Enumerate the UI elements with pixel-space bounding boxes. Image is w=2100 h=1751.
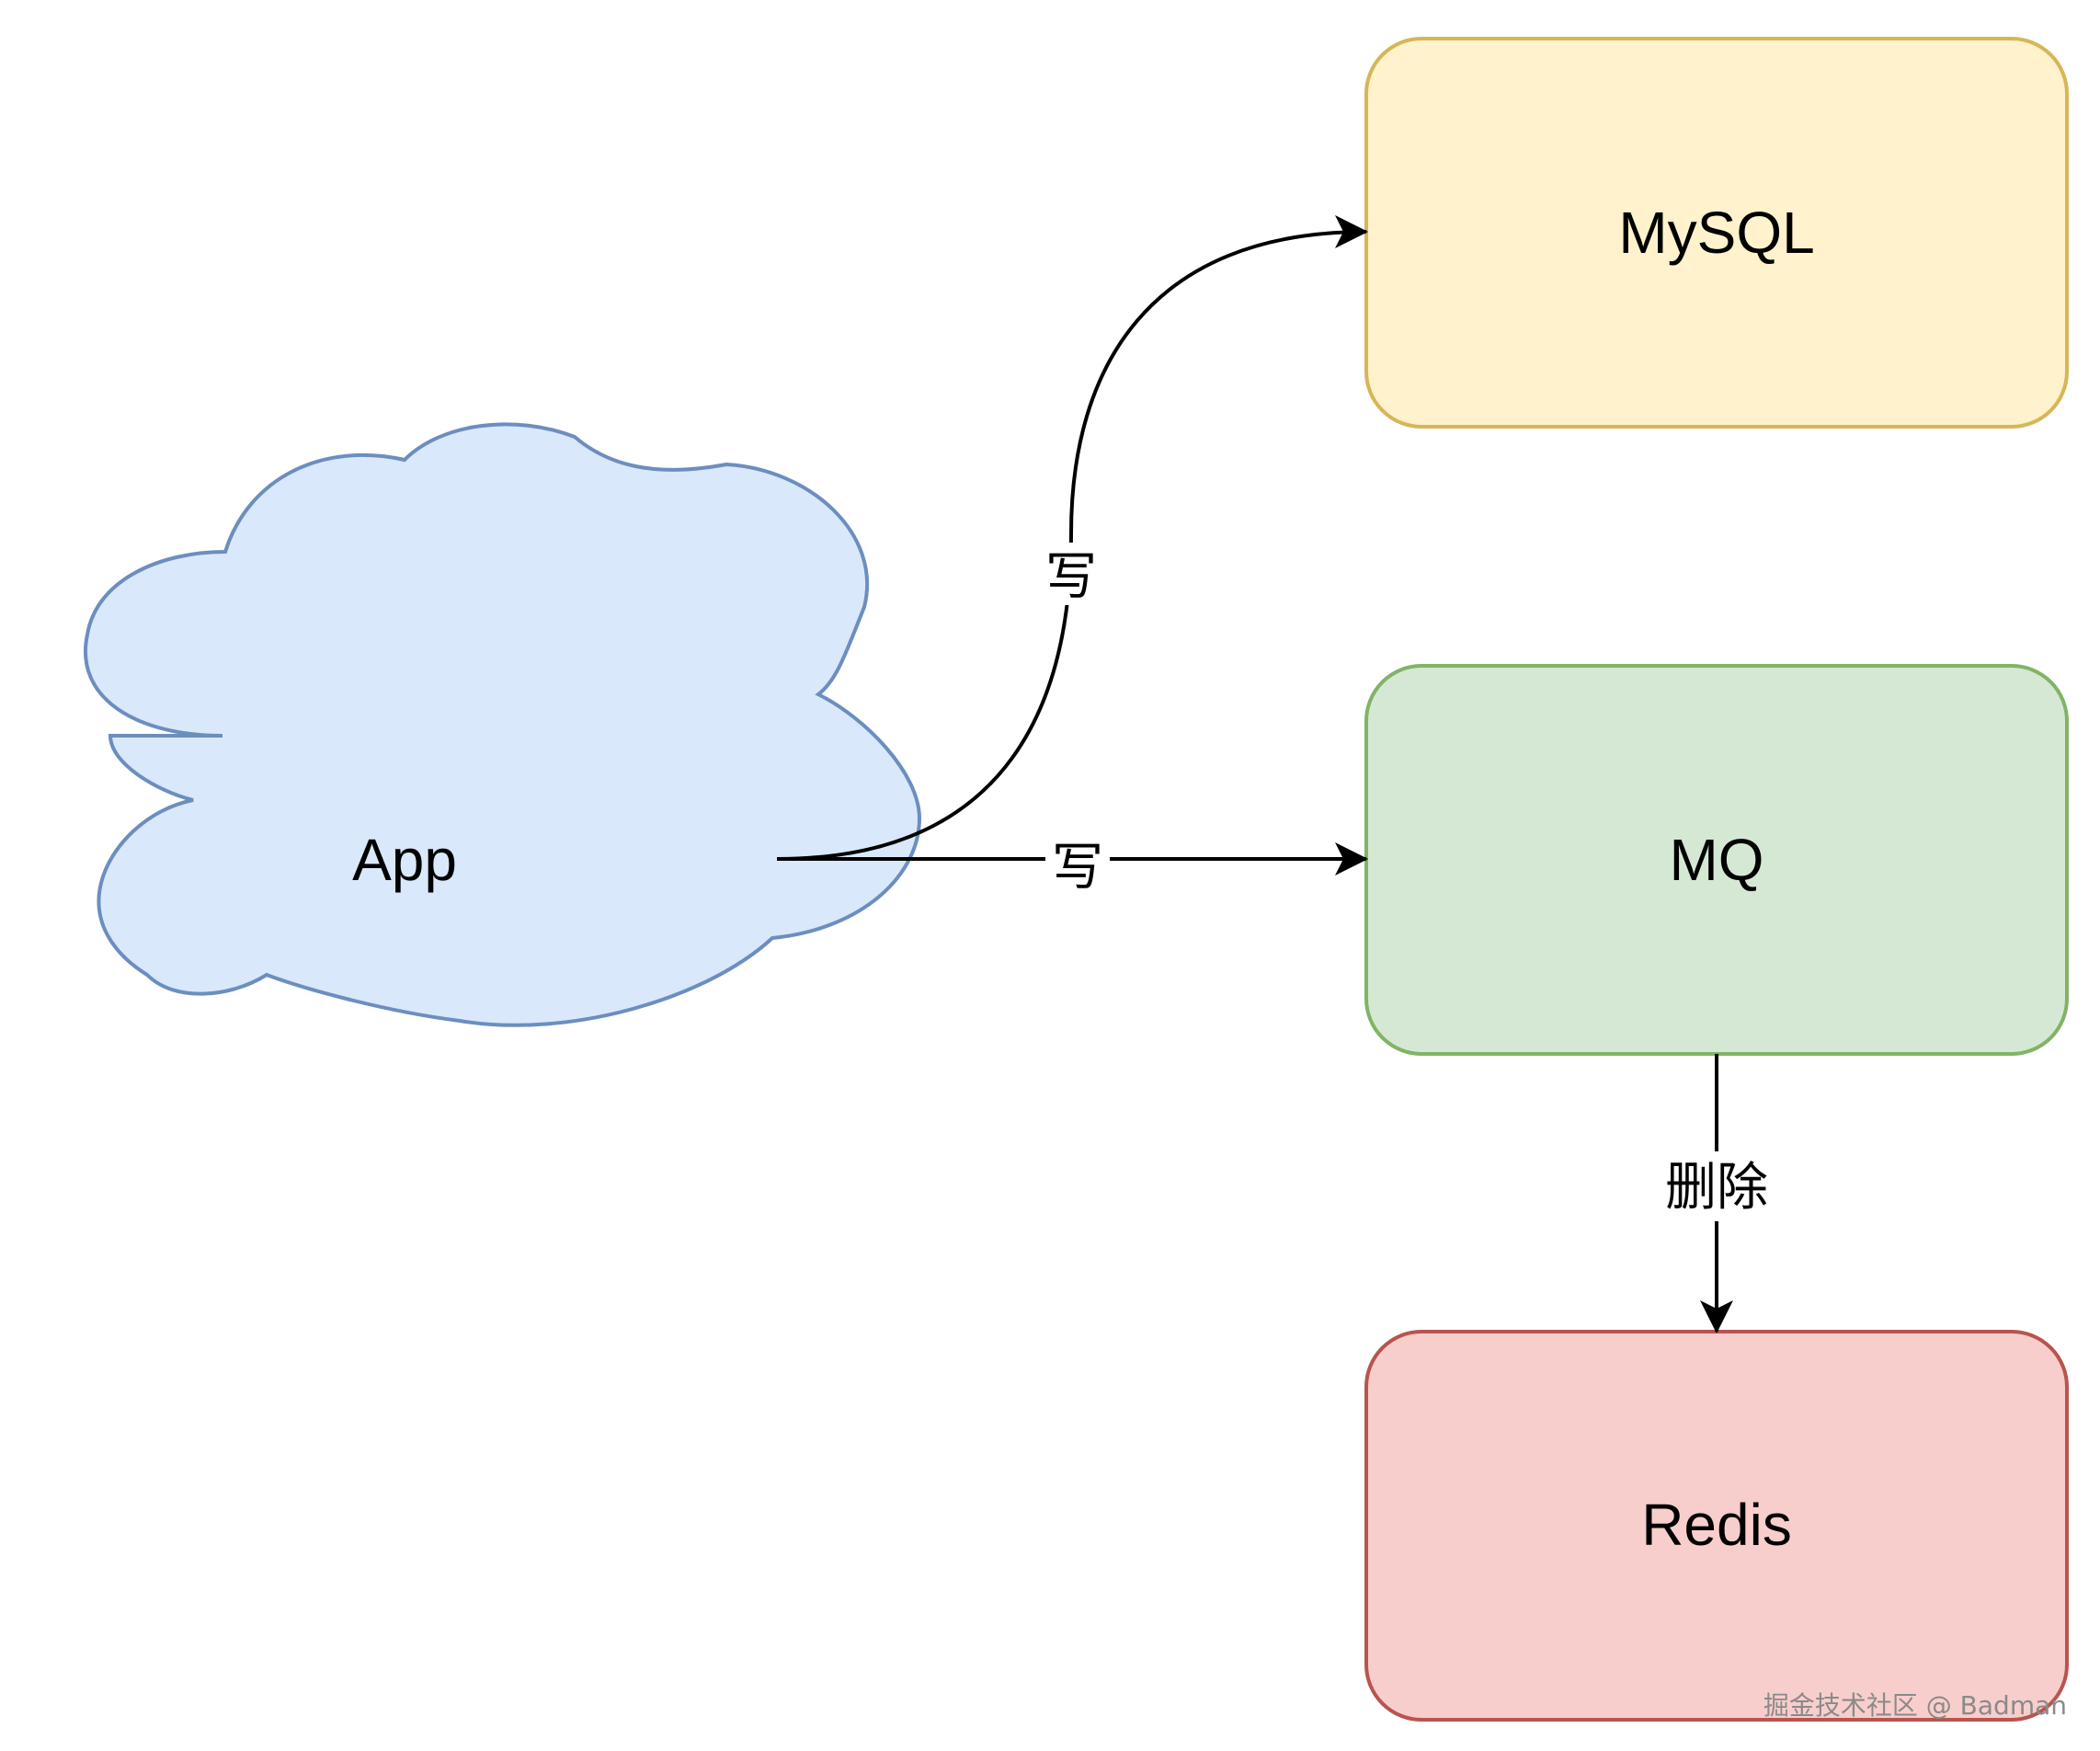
app-cloud-shape bbox=[84, 422, 922, 1027]
watermark-text: 掘金技术社区 @ Badman bbox=[1763, 1690, 2067, 1721]
edge-mq-to-redis[interactable]: 删除 bbox=[1661, 1054, 1773, 1333]
mq-label: MQ bbox=[1669, 827, 1763, 893]
redis-label: Redis bbox=[1641, 1492, 1792, 1558]
edge-app-to-mq[interactable]: 写 bbox=[777, 828, 1368, 898]
edge-app-to-mysql-label-bg bbox=[1039, 543, 1103, 605]
mysql-node[interactable]: MySQL bbox=[1364, 37, 2069, 429]
mysql-label: MySQL bbox=[1618, 200, 1814, 266]
edge-app-to-mq-label: 写 bbox=[1052, 838, 1103, 898]
app-node[interactable]: App bbox=[84, 422, 922, 1027]
mq-node[interactable]: MQ bbox=[1364, 664, 2069, 1056]
edge-app-to-mq-label-bg bbox=[1045, 828, 1110, 890]
edge-mq-to-redis-label: 删除 bbox=[1665, 1158, 1768, 1218]
edge-app-to-mysql-line bbox=[776, 215, 1368, 861]
edge-app-to-mysql[interactable]: 写 bbox=[776, 215, 1368, 861]
edge-mq-to-redis-label-bg bbox=[1661, 1151, 1773, 1221]
redis-node[interactable]: Redis bbox=[1364, 1330, 2069, 1722]
app-label: App bbox=[352, 827, 457, 893]
edge-app-to-mysql-label: 写 bbox=[1045, 547, 1097, 607]
